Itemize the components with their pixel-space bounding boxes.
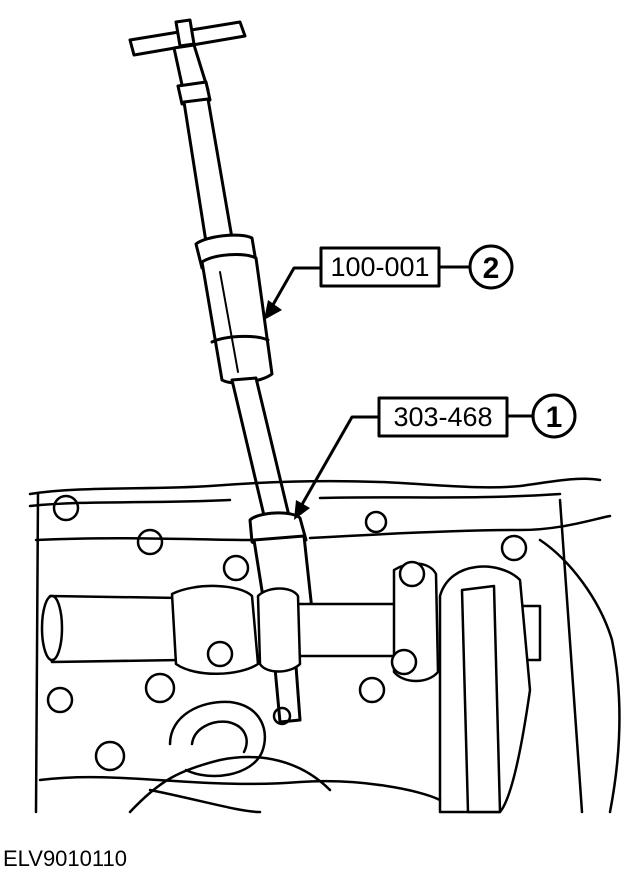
leader-arrow-line <box>268 266 323 312</box>
slide-hammer-tool <box>128 18 292 526</box>
callout-circle <box>468 244 514 290</box>
figure-id-caption: ELV9010110 <box>3 846 127 871</box>
callout-number: 1 <box>546 401 563 434</box>
lower-rod <box>230 376 292 526</box>
engine-block <box>28 477 621 814</box>
boss-hole <box>144 672 176 704</box>
bearing-cap-left <box>170 584 260 675</box>
boss-hole <box>136 528 164 556</box>
boss-hole <box>358 676 386 704</box>
arrowhead <box>264 300 282 320</box>
leader-arrow-line <box>298 415 381 510</box>
cap-bolt <box>222 554 250 582</box>
boss-hole <box>500 534 528 562</box>
bearing-cap-center <box>256 587 302 673</box>
hammer-weight-body <box>200 253 274 385</box>
shaft-rod <box>182 97 234 244</box>
head-top-edge <box>28 477 602 496</box>
hammer-weight-band <box>210 334 270 344</box>
boss-hole <box>46 686 74 714</box>
cap-bolt <box>398 560 426 588</box>
lifting-eye-inner <box>190 720 248 754</box>
head-top-edge-2 <box>28 492 562 508</box>
callout-1: 303-468 1 <box>294 393 577 520</box>
boss-hole <box>52 494 80 522</box>
left-edge <box>34 492 40 814</box>
boss-hole <box>94 740 126 772</box>
camshaft-end <box>40 594 64 662</box>
wire-harness <box>128 755 332 814</box>
part-code-label: 303-468 <box>393 402 492 432</box>
cap-bolt <box>390 648 418 676</box>
boss-hole <box>272 706 292 726</box>
t-handle-stem <box>174 18 196 48</box>
callout-number: 2 <box>483 252 500 285</box>
hammer-weight-highlight <box>219 271 239 373</box>
callout-circle <box>531 393 577 439</box>
arrowhead <box>294 500 310 520</box>
cap-bolt <box>206 640 234 668</box>
cover-side <box>538 538 621 814</box>
cover-side-2 <box>558 498 584 814</box>
camshaft-left <box>45 594 182 664</box>
callout-2: 100-001 2 <box>264 244 514 320</box>
boss-hole <box>364 510 388 534</box>
lifting-eye <box>168 700 267 778</box>
lower-edge <box>38 775 442 802</box>
timing-gear <box>460 584 502 814</box>
part-code-label: 100-001 <box>330 252 429 282</box>
cover-rail <box>34 514 612 542</box>
lower-edge-2 <box>148 788 262 814</box>
